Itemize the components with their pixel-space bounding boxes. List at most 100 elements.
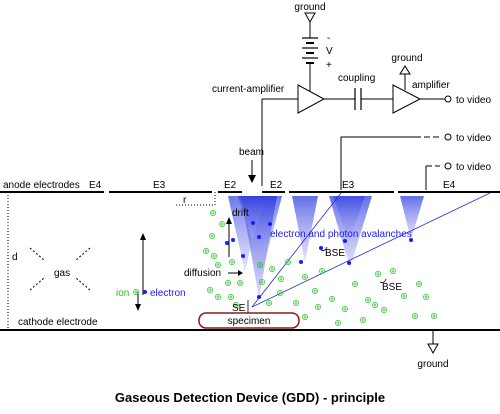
bse-label-1: BSE bbox=[325, 248, 345, 259]
bse-label-2: BSE bbox=[382, 282, 402, 293]
ion-symbol bbox=[285, 259, 291, 265]
ion-symbol bbox=[360, 317, 366, 323]
ion-symbol bbox=[211, 253, 217, 259]
ion-symbol bbox=[225, 280, 231, 286]
ground-bottom-label: ground bbox=[417, 359, 448, 370]
ion-symbol bbox=[278, 276, 284, 282]
gas-indicator: gas bbox=[29, 247, 91, 291]
amplifier-label: amplifier bbox=[412, 80, 450, 91]
diffusion-indicator: diffusion bbox=[184, 268, 243, 279]
ion-symbol bbox=[335, 320, 341, 326]
to-video-label-3: to video bbox=[456, 162, 491, 173]
electron-dot bbox=[225, 241, 229, 245]
ion-symbol bbox=[319, 268, 325, 274]
ion-label: ion bbox=[116, 288, 129, 299]
cathode-electrode-label: cathode electrode bbox=[18, 317, 98, 328]
ion-symbol bbox=[365, 297, 371, 303]
specimen: specimen bbox=[198, 312, 300, 329]
ion-symbol bbox=[207, 287, 213, 293]
ground-top-label: ground bbox=[294, 2, 325, 13]
e4-left-label: E4 bbox=[89, 180, 102, 191]
bse-trajectories bbox=[251, 192, 491, 308]
avalanches-label: electron and photon avalanches bbox=[270, 229, 412, 240]
ground-right-label: ground bbox=[391, 53, 422, 64]
drift-label: drift bbox=[232, 208, 249, 219]
e4-right-label: E4 bbox=[443, 180, 456, 191]
beam-label: beam bbox=[239, 147, 264, 158]
r-label: r bbox=[183, 195, 187, 206]
ion-symbol bbox=[257, 262, 263, 268]
electron-dot bbox=[299, 260, 303, 264]
ion-symbol bbox=[381, 307, 387, 313]
electron-dot bbox=[319, 246, 323, 250]
ion-symbol bbox=[302, 274, 308, 280]
ion-symbol bbox=[269, 266, 275, 272]
ion-symbol bbox=[203, 248, 209, 254]
e2-right-label: E2 bbox=[270, 180, 283, 191]
ion-symbol bbox=[215, 294, 221, 300]
ion-symbol bbox=[229, 259, 235, 265]
to-video-label-2: to video bbox=[456, 133, 491, 144]
diagram-caption: Gaseous Detection Device (GDD) - princip… bbox=[115, 390, 385, 405]
electron-dot bbox=[143, 290, 147, 294]
ion-symbol bbox=[401, 293, 407, 299]
electron-dot bbox=[257, 295, 261, 299]
anode-electrodes: anode electrodes E4 E3 E2 E2 E3 E4 bbox=[0, 180, 500, 193]
ion-symbol bbox=[329, 296, 335, 302]
ion-symbol bbox=[375, 271, 381, 277]
ion-symbol bbox=[352, 281, 358, 287]
electron-dot bbox=[343, 239, 347, 243]
ion-symbol bbox=[293, 300, 299, 306]
to-video-label-1: to video bbox=[456, 95, 491, 106]
r-marker: r bbox=[176, 192, 216, 206]
electrode-wiring: to video to video bbox=[261, 99, 491, 190]
gas-label: gas bbox=[54, 268, 70, 279]
d-marker: d bbox=[7, 195, 18, 329]
ion-symbol bbox=[431, 313, 437, 319]
drift-indicator: drift bbox=[226, 208, 249, 257]
top-ground-symbol: ground bbox=[294, 2, 326, 26]
ion-symbol bbox=[233, 302, 239, 308]
ion-legend-symbol bbox=[133, 289, 139, 295]
e3-right-label: E3 bbox=[342, 180, 355, 191]
ion-symbol bbox=[209, 233, 215, 239]
current-amplifier: current-amplifier bbox=[212, 83, 326, 114]
anode-electrodes-label: anode electrodes bbox=[3, 180, 80, 191]
d-label: d bbox=[12, 252, 18, 263]
battery-v-label: V bbox=[326, 46, 333, 57]
ion-symbol bbox=[210, 210, 216, 216]
ion-symbol bbox=[423, 294, 429, 300]
diffusion-label: diffusion bbox=[184, 268, 221, 279]
ion-symbol bbox=[342, 306, 348, 312]
electron-dot bbox=[241, 254, 245, 258]
battery-symbol: - V + bbox=[302, 26, 333, 83]
ion-symbol bbox=[259, 279, 265, 285]
electron-dots bbox=[225, 221, 413, 299]
electron-dot bbox=[257, 235, 261, 239]
ion-symbol bbox=[372, 302, 378, 308]
ion-symbol bbox=[412, 313, 418, 319]
coupling-label: coupling bbox=[338, 73, 375, 84]
battery-minus-label: - bbox=[327, 33, 330, 44]
ion-symbol bbox=[416, 281, 422, 287]
battery-plus-label: + bbox=[326, 60, 332, 71]
ion-symbols bbox=[133, 210, 437, 326]
ion-symbol bbox=[312, 288, 318, 294]
electron-dot bbox=[409, 238, 413, 242]
current-amplifier-label: current-amplifier bbox=[212, 84, 285, 95]
electron-dot bbox=[268, 222, 272, 226]
bottom-ground-symbol: ground bbox=[417, 330, 449, 370]
beam: beam bbox=[239, 147, 264, 183]
ion-symbol bbox=[390, 268, 396, 274]
ion-symbol bbox=[266, 300, 272, 306]
bse-labels: BSE BSE bbox=[320, 246, 402, 293]
coupling-capacitor: coupling bbox=[324, 73, 393, 110]
charge-separation: ion electron bbox=[116, 233, 186, 311]
ion-symbol bbox=[302, 314, 308, 320]
cathode-electrode: cathode electrode bbox=[0, 317, 500, 331]
ion-symbol bbox=[215, 262, 221, 268]
ion-symbol bbox=[228, 294, 234, 300]
ion-symbol bbox=[315, 304, 321, 310]
